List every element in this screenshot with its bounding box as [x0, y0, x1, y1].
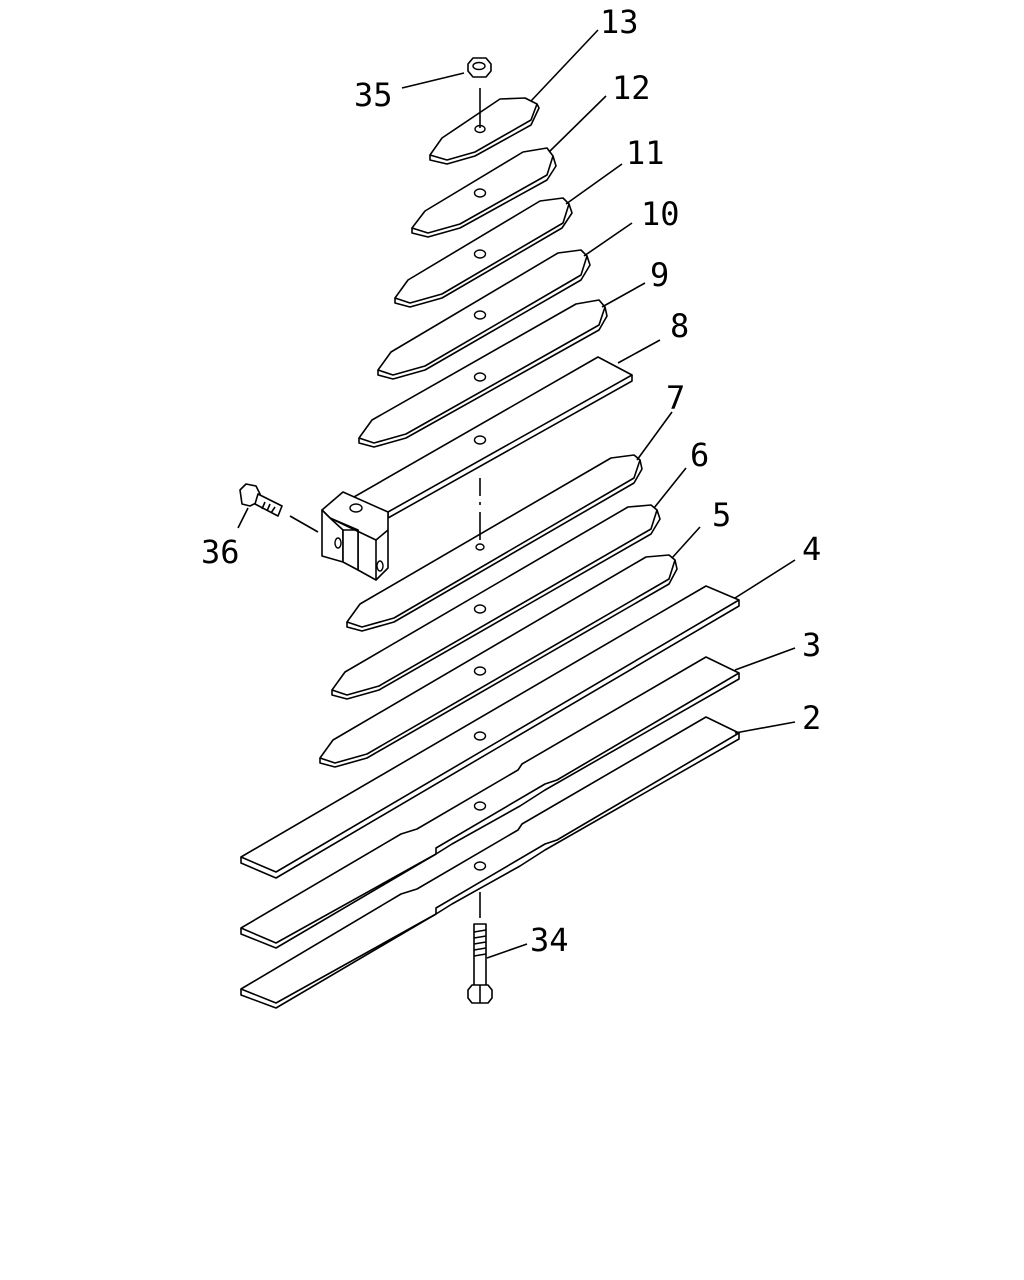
label-8: 8	[670, 307, 689, 345]
leaf-9-hole	[473, 372, 487, 382]
leaf-11	[394, 197, 573, 308]
label-35: 35	[354, 76, 393, 114]
nut-bore	[472, 61, 486, 71]
leaf-12	[411, 147, 557, 238]
label-13: 13	[600, 3, 639, 41]
center-bolt	[467, 892, 493, 1004]
leaf-2	[240, 716, 740, 1009]
leaf-5-hole	[473, 666, 487, 676]
label-34: 34	[530, 921, 569, 959]
label-36: 36	[201, 533, 240, 571]
leaf-9	[358, 299, 608, 448]
leaf-10-hole	[473, 310, 487, 320]
bracket-hole-right	[376, 560, 384, 572]
label-3: 3	[802, 626, 821, 664]
leaf-6-hole	[473, 604, 487, 614]
label-2: 2	[802, 699, 821, 737]
leaf-6	[331, 504, 661, 700]
leaf-2-hole	[473, 861, 487, 871]
bracket-hole-left	[334, 537, 342, 549]
leaf-4-hole	[473, 731, 487, 741]
leaf-3-hole	[473, 801, 487, 811]
leaf-12-hole	[473, 188, 487, 198]
leaf-7	[346, 454, 643, 632]
leader-lines	[237, 29, 796, 959]
hanger-bracket	[321, 491, 389, 581]
leaf-10	[377, 249, 591, 380]
bracket-hole-top	[349, 503, 363, 513]
label-10: 10	[641, 195, 680, 233]
label-4: 4	[802, 530, 821, 568]
leaf-13	[429, 97, 540, 165]
nut	[467, 57, 492, 128]
leaf-11-hole	[473, 249, 487, 259]
label-9: 9	[650, 256, 669, 294]
bracket-bolt	[239, 483, 319, 533]
leaf-5	[319, 554, 678, 768]
part-labels: 13 12 11 10 9 8 7 6 5 4 3 2 34 35 36	[201, 3, 821, 959]
label-7: 7	[666, 379, 685, 417]
leaf-8-hole	[473, 435, 487, 445]
leaf-4	[240, 585, 740, 879]
leaf-3	[240, 656, 740, 949]
label-6: 6	[690, 436, 709, 474]
label-12: 12	[612, 69, 651, 107]
label-11: 11	[626, 134, 665, 172]
leaf-7-hole	[475, 543, 485, 551]
label-5: 5	[712, 496, 731, 534]
